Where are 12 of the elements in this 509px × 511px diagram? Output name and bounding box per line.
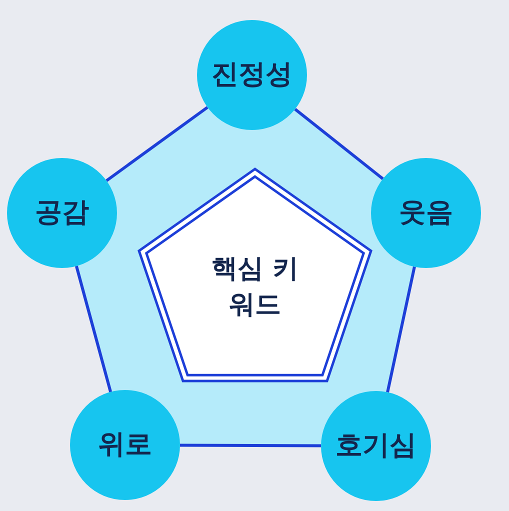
connector-line — [386, 266, 416, 393]
keyword-text: 진정성 — [212, 58, 292, 92]
center-pentagon — [135, 165, 375, 385]
connector-line — [294, 108, 384, 180]
keyword-text: 위로 — [98, 428, 152, 462]
center-text: 핵심 키워드 — [210, 253, 300, 322]
connector-line — [180, 444, 321, 448]
keyword-text: 웃음 — [399, 196, 453, 230]
connector-line — [106, 106, 208, 182]
connector-line — [74, 266, 112, 392]
keyword-text: 공감 — [35, 196, 89, 230]
keyword-text: 호기심 — [336, 428, 416, 463]
